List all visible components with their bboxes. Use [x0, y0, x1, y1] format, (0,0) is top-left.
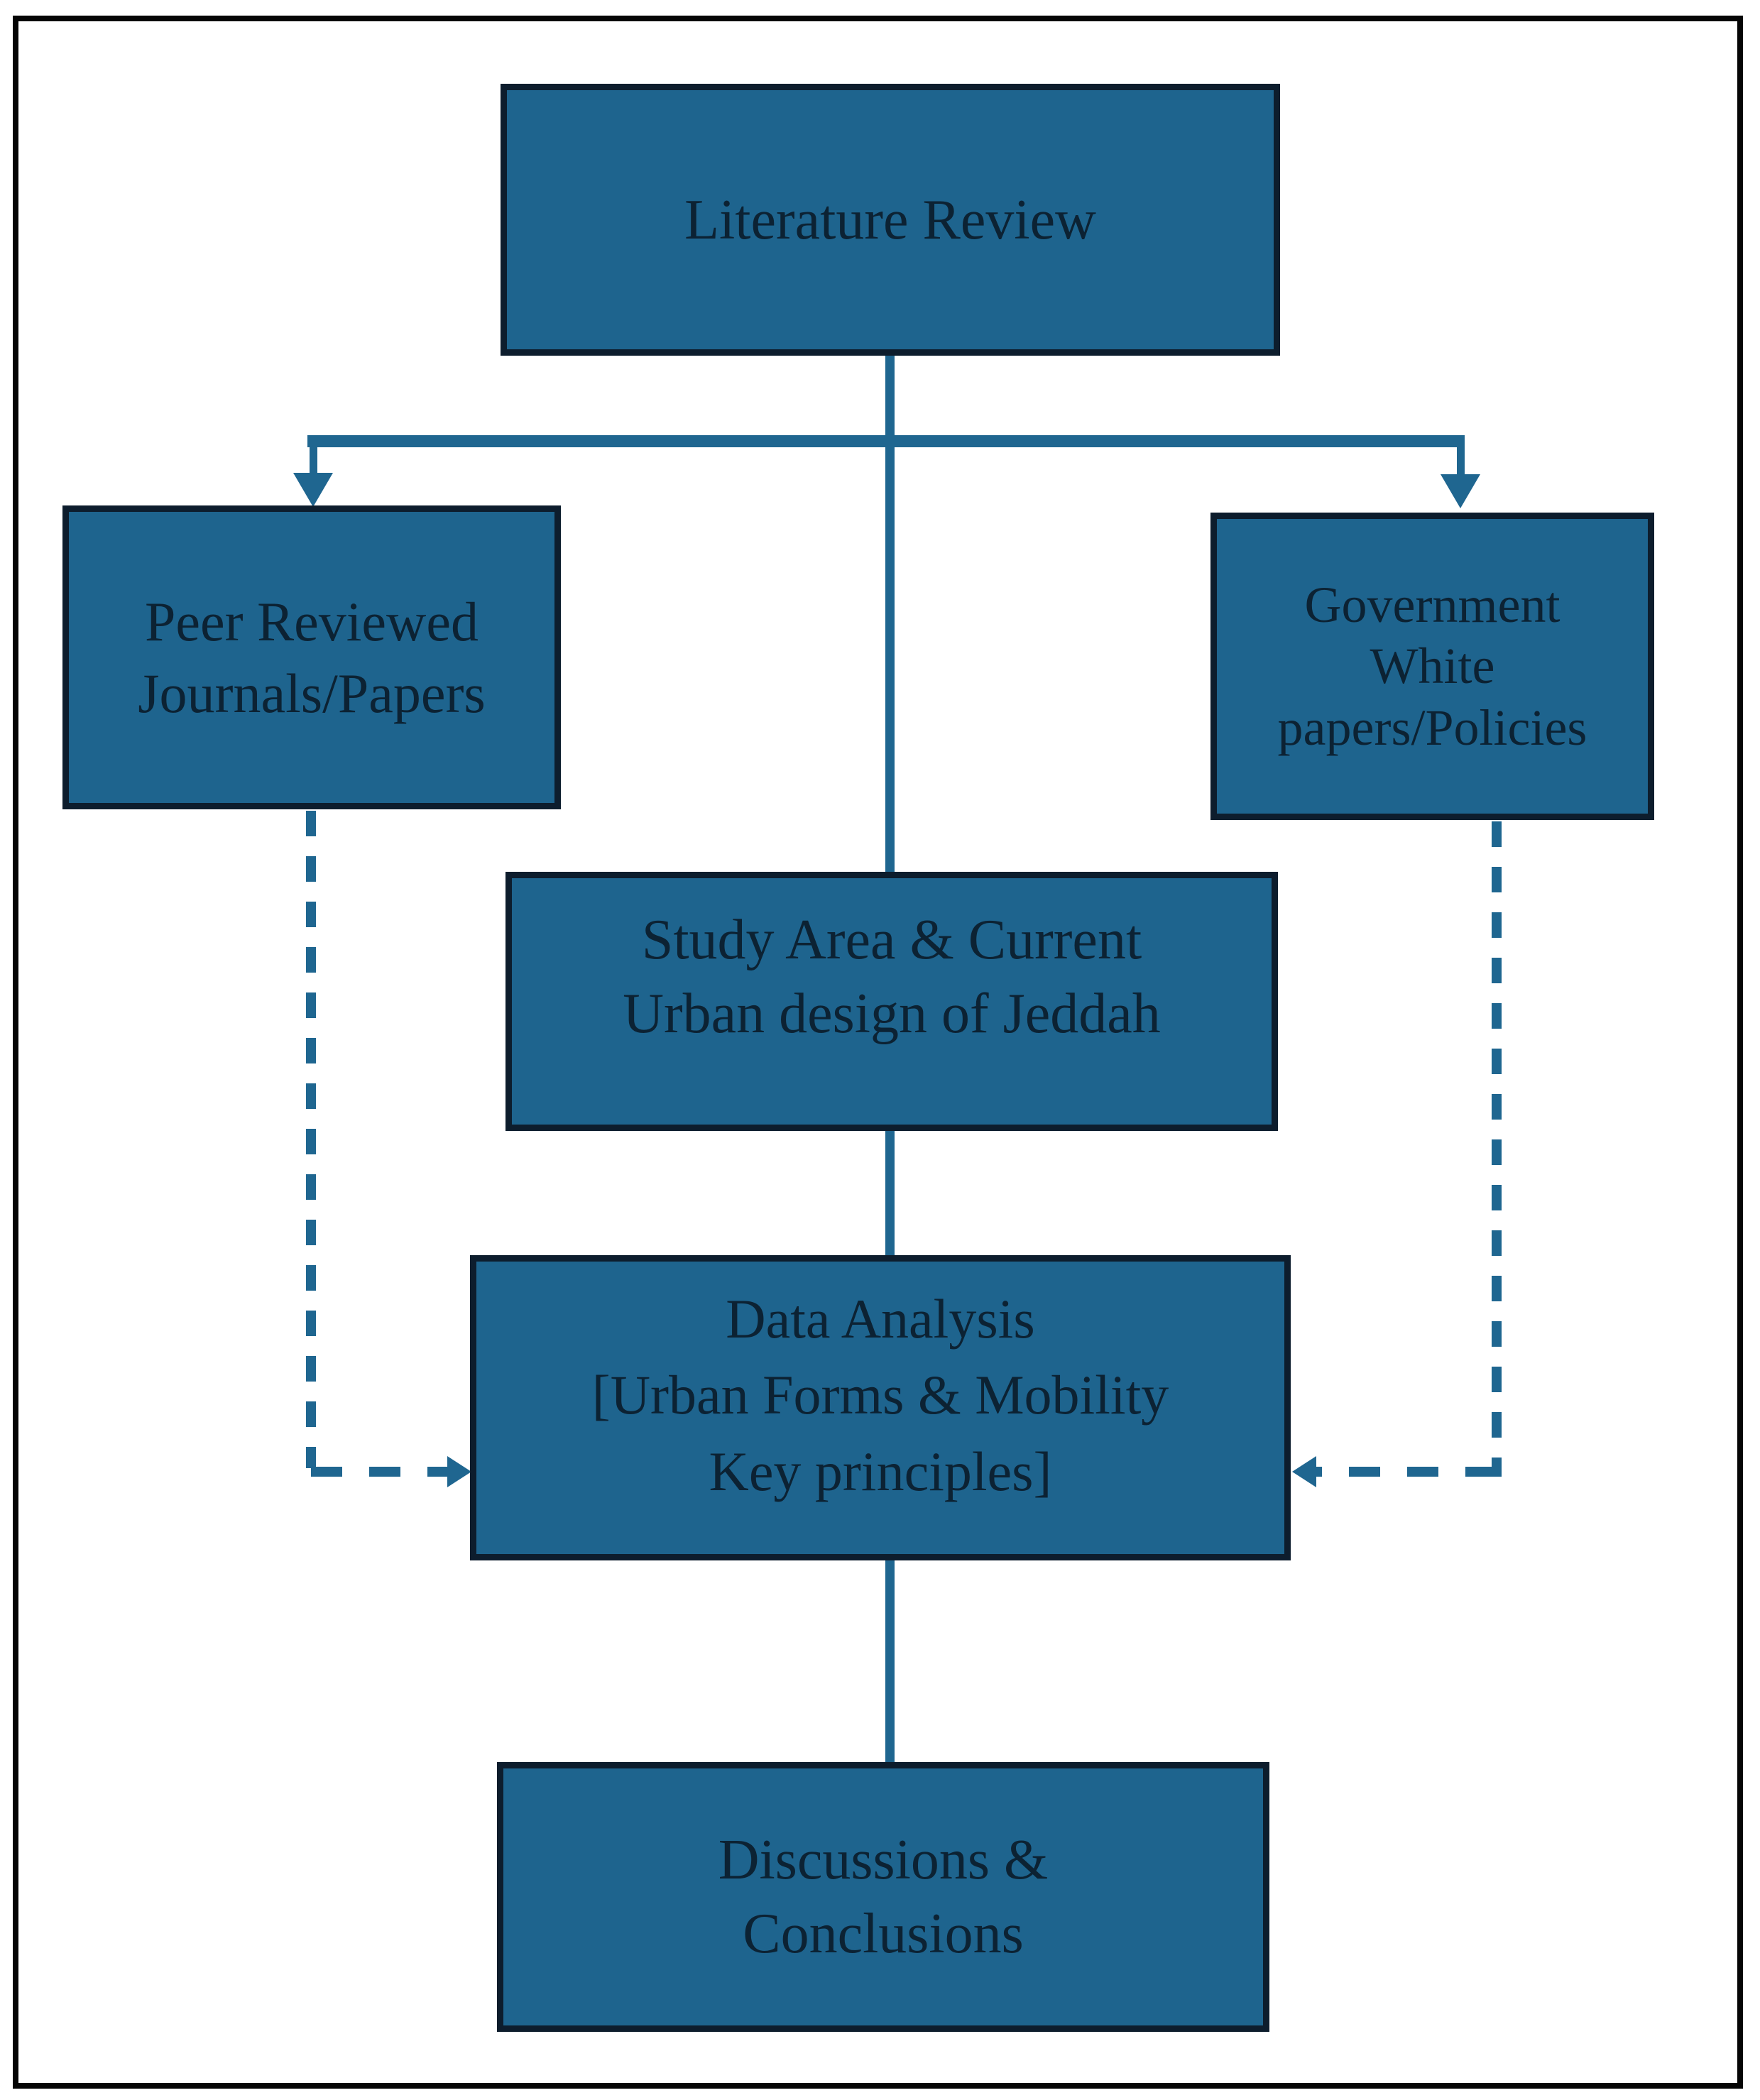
node-literature-review: Literature Review [501, 84, 1280, 356]
node-discussions-conclusions: Discussions & Conclusions [497, 1762, 1269, 2032]
connector-dashed-government-vertical [1492, 821, 1502, 1477]
node-label-line: papers/Policies [1277, 699, 1587, 756]
connector-branch-drop-right [1457, 442, 1465, 477]
arrowhead-down-into-peer-reviewed [293, 473, 333, 507]
node-label-line: Study Area & Current [641, 908, 1142, 971]
connector-dashed-peer-vertical [306, 811, 316, 1468]
node-label-line: Literature Review [684, 188, 1096, 251]
node-data-analysis: Data Analysis [Urban Forms & Mobility Ke… [470, 1255, 1291, 1560]
connector-dashed-government-horizontal [1315, 1467, 1497, 1477]
connector-data-to-discussions [885, 1559, 895, 1765]
arrowhead-left-into-data-analysis [1292, 1456, 1316, 1487]
arrowhead-down-into-government [1441, 474, 1480, 508]
connector-study-to-data [885, 1129, 895, 1258]
node-label-line: White [1370, 638, 1495, 695]
node-label-line: Conclusions [743, 1903, 1024, 1965]
node-label-line: Peer Reviewed [145, 590, 479, 652]
node-study-area: Study Area & Current Urban design of Jed… [505, 872, 1278, 1131]
node-label-line: [Urban Forms & Mobility [591, 1364, 1169, 1426]
node-peer-reviewed-journals: Peer Reviewed Journals/Papers [62, 505, 561, 809]
node-label-line: Discussions & [718, 1829, 1049, 1891]
node-government-white-papers: Government White papers/Policies [1210, 513, 1654, 820]
node-label-line: Government [1304, 576, 1561, 633]
node-label-line: Urban design of Jeddah [623, 982, 1161, 1045]
node-label-line: Journals/Papers [138, 662, 486, 724]
node-label-line: Data Analysis [726, 1287, 1035, 1350]
connector-branch-drop-left [310, 442, 317, 477]
connector-dashed-peer-horizontal [311, 1467, 450, 1477]
figure-border [13, 16, 1743, 2089]
arrowhead-right-into-data-analysis [447, 1456, 471, 1487]
connector-literature-to-study [885, 354, 895, 876]
connector-branch-horizontal [307, 435, 1465, 447]
node-label-line: Key principles] [709, 1440, 1052, 1502]
